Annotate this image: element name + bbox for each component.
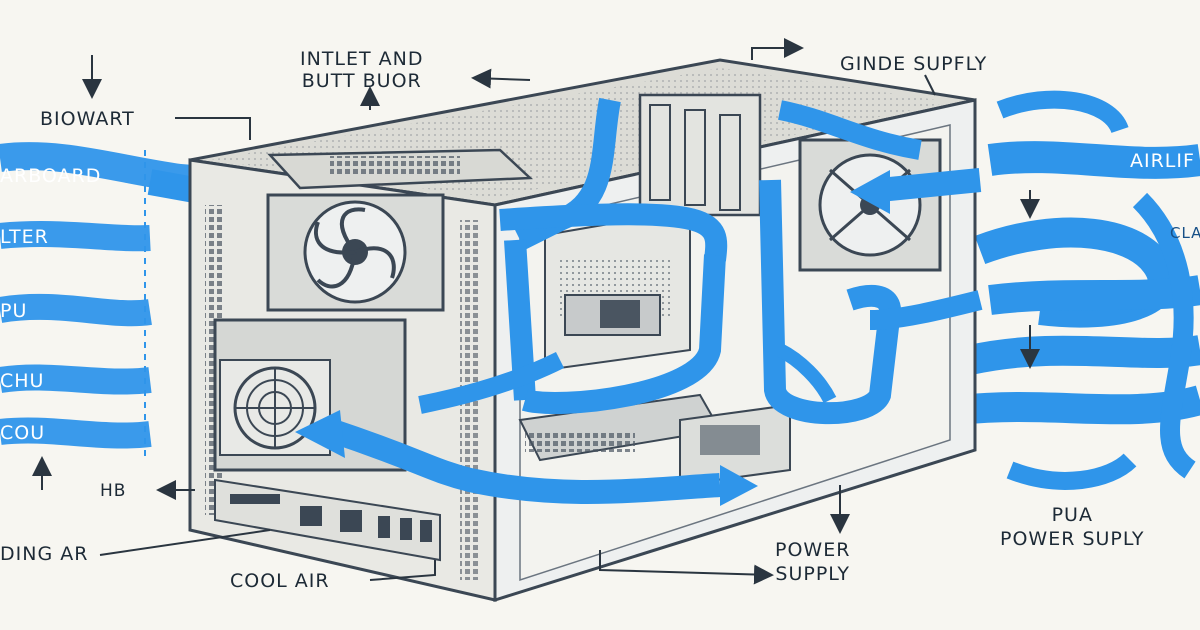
label-power-supply: POWER SUPPLY	[775, 539, 851, 585]
rear-fan	[798, 138, 942, 272]
label-cool-air: COOL AIR	[230, 570, 330, 592]
band-label-lter: LTER	[0, 226, 49, 248]
band-label-arboard: ARBOARD	[0, 165, 102, 187]
front-io-panel	[214, 478, 441, 562]
band-label-cou: COU	[0, 422, 46, 444]
band-label-chu: CHU	[0, 370, 45, 392]
band-label-cla: CLA	[1170, 224, 1200, 242]
motherboard	[544, 208, 691, 372]
leader-lines	[32, 38, 1040, 585]
label-pua-power-suply: PUA POWER SUPLY	[1000, 504, 1145, 550]
label-hb: HB	[100, 481, 127, 501]
top-psu-block	[267, 148, 534, 190]
right-airflow-bands	[958, 90, 1200, 490]
power-supply-unit	[679, 403, 791, 487]
label-biowart: BIOWART	[40, 108, 135, 130]
band-label-pu: PU	[0, 300, 28, 322]
label-ding-ar: DING AR	[0, 543, 89, 565]
internal-airflow	[295, 97, 983, 506]
drive-cage	[638, 93, 762, 217]
label-intlet-and-butt-buor: INTLET AND BUTT BUOR	[300, 48, 424, 92]
label-ginde-supfly: GINDE SUPFLY	[840, 53, 988, 75]
front-fan	[266, 193, 445, 312]
band-label-airlif: AIRLIF	[1130, 150, 1195, 172]
